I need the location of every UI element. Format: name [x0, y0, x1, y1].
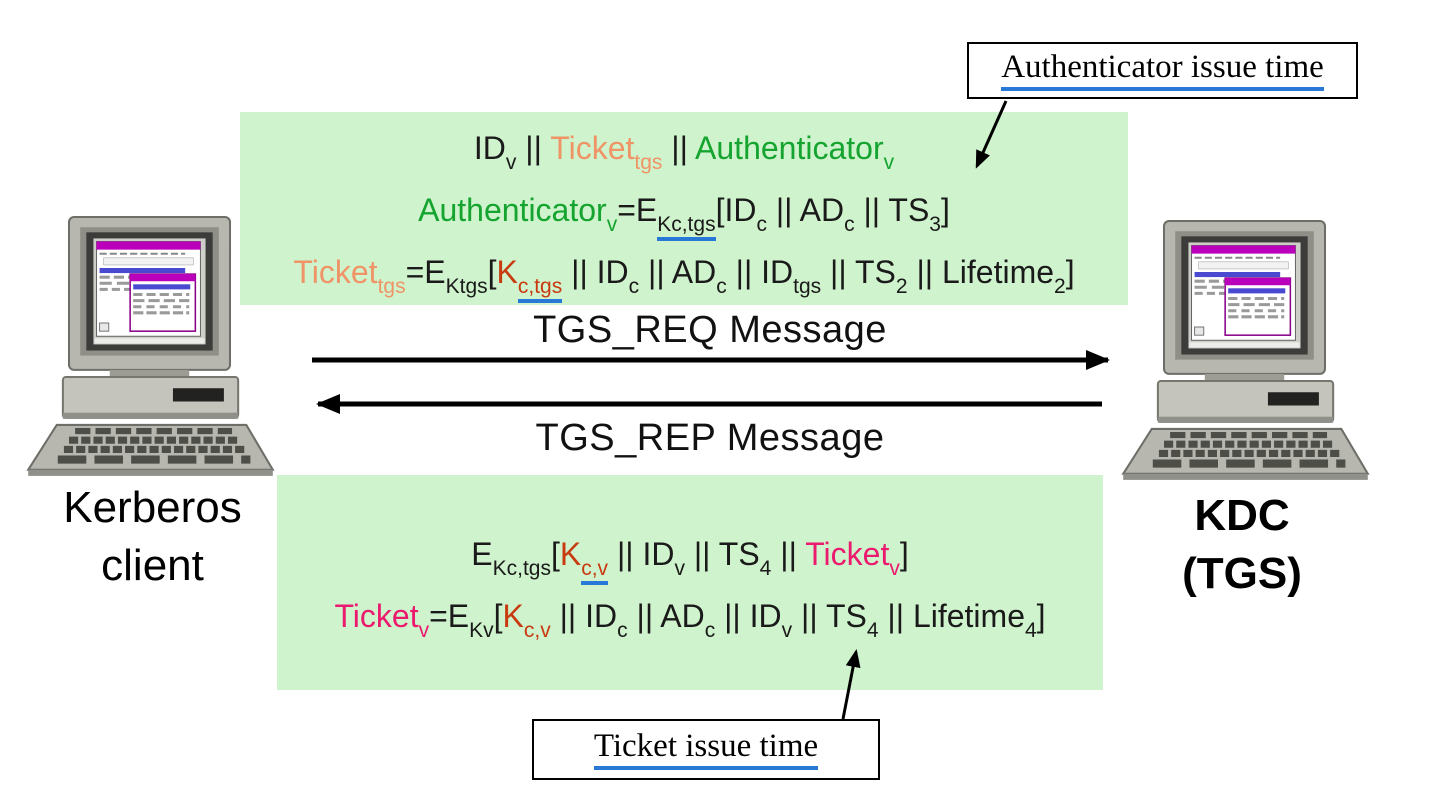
kerberos-client-label-line2: client: [101, 541, 204, 590]
tgs-req-message-label: TGS_REQ Message: [533, 309, 887, 351]
tgs-req-contents-box: IDv || Tickettgs || Authenticatorv Authe…: [240, 112, 1128, 305]
ticket-issue-time-label: Ticket issue time: [593, 729, 819, 770]
tgs-rep-message-label: TGS_REP Message: [535, 417, 885, 459]
kdc-tgs-label-line2: (TGS): [1182, 549, 1302, 598]
ticket-issue-time-callout: Ticket issue time: [532, 719, 880, 780]
formula-ticket-v-definition: Ticketv=EKv[Kc,v || IDc || ADc || IDv ||…: [334, 598, 1046, 642]
formula-reply-fields: EKc,tgs[Kc,v || IDv || TS4 || Ticketv]: [277, 523, 1103, 585]
formula-request-fields: IDv || Tickettgs || Authenticatorv: [473, 130, 895, 174]
formula-authenticator-definition: Authenticatorv=EKc,tgs[IDc || ADc || TS3…: [240, 179, 1128, 241]
authenticator-issue-time-label: Authenticator issue time: [1001, 50, 1324, 91]
kerberos-client-label-line1: Kerberos: [63, 483, 242, 532]
ticket-issue-time-arrow: [841, 649, 861, 720]
authenticator-issue-time-arrow: [975, 100, 1008, 169]
kdc-tgs-label: KDC (TGS): [1112, 487, 1372, 603]
formula-ticket-tgs-definition: Tickettgs=EKtgs[Kc,tgs || IDc || ADc || …: [240, 241, 1128, 303]
tgs-rep-contents-box: EKc,tgs[Kc,v || IDv || TS4 || Ticketv] T…: [277, 475, 1103, 690]
kdc-tgs-label-line1: KDC: [1194, 491, 1290, 540]
kerberos-client-label: Kerberos client: [15, 479, 290, 595]
authenticator-issue-time-callout: Authenticator issue time: [967, 42, 1358, 99]
